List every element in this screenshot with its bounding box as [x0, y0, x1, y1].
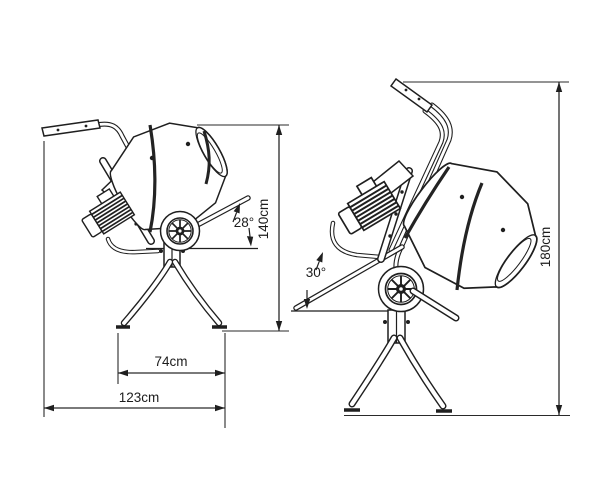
right-height-dimension: 180cm [344, 81, 570, 417]
right-mixer-stand [344, 309, 452, 413]
right-mixer-wheel [377, 265, 425, 313]
left-mixer-drum [109, 122, 228, 233]
left-mixer-lower-frame [105, 236, 161, 255]
left-overall-width-label: 123cm [119, 390, 160, 405]
right-mixer-figure [291, 77, 538, 413]
left-height-dimension: 140cm [197, 124, 289, 332]
right-height-label: 180cm [538, 227, 553, 268]
left-stand-width-label: 74cm [154, 354, 187, 369]
right-mixer-rear-frame [329, 220, 383, 260]
right-angle-dimension: 30° [303, 252, 326, 309]
left-mixer-motor [81, 187, 136, 238]
left-angle-label: 28° [234, 215, 254, 230]
left-mixer-handle [41, 119, 177, 235]
right-mixer-drum [402, 162, 538, 291]
left-angle-dimension: 28° [232, 203, 254, 247]
left-mixer-figure [41, 119, 258, 329]
left-mixer-wheel [159, 210, 201, 252]
right-mixer-motor [337, 176, 402, 235]
left-overall-width-dimension: 123cm [43, 141, 225, 417]
left-height-label: 140cm [256, 199, 271, 240]
right-angle-label: 30° [306, 265, 326, 280]
left-stand-width-dimension: 74cm [117, 333, 226, 428]
right-mixer-front-grip [409, 287, 460, 322]
right-mixer-frame-channel [377, 167, 413, 263]
